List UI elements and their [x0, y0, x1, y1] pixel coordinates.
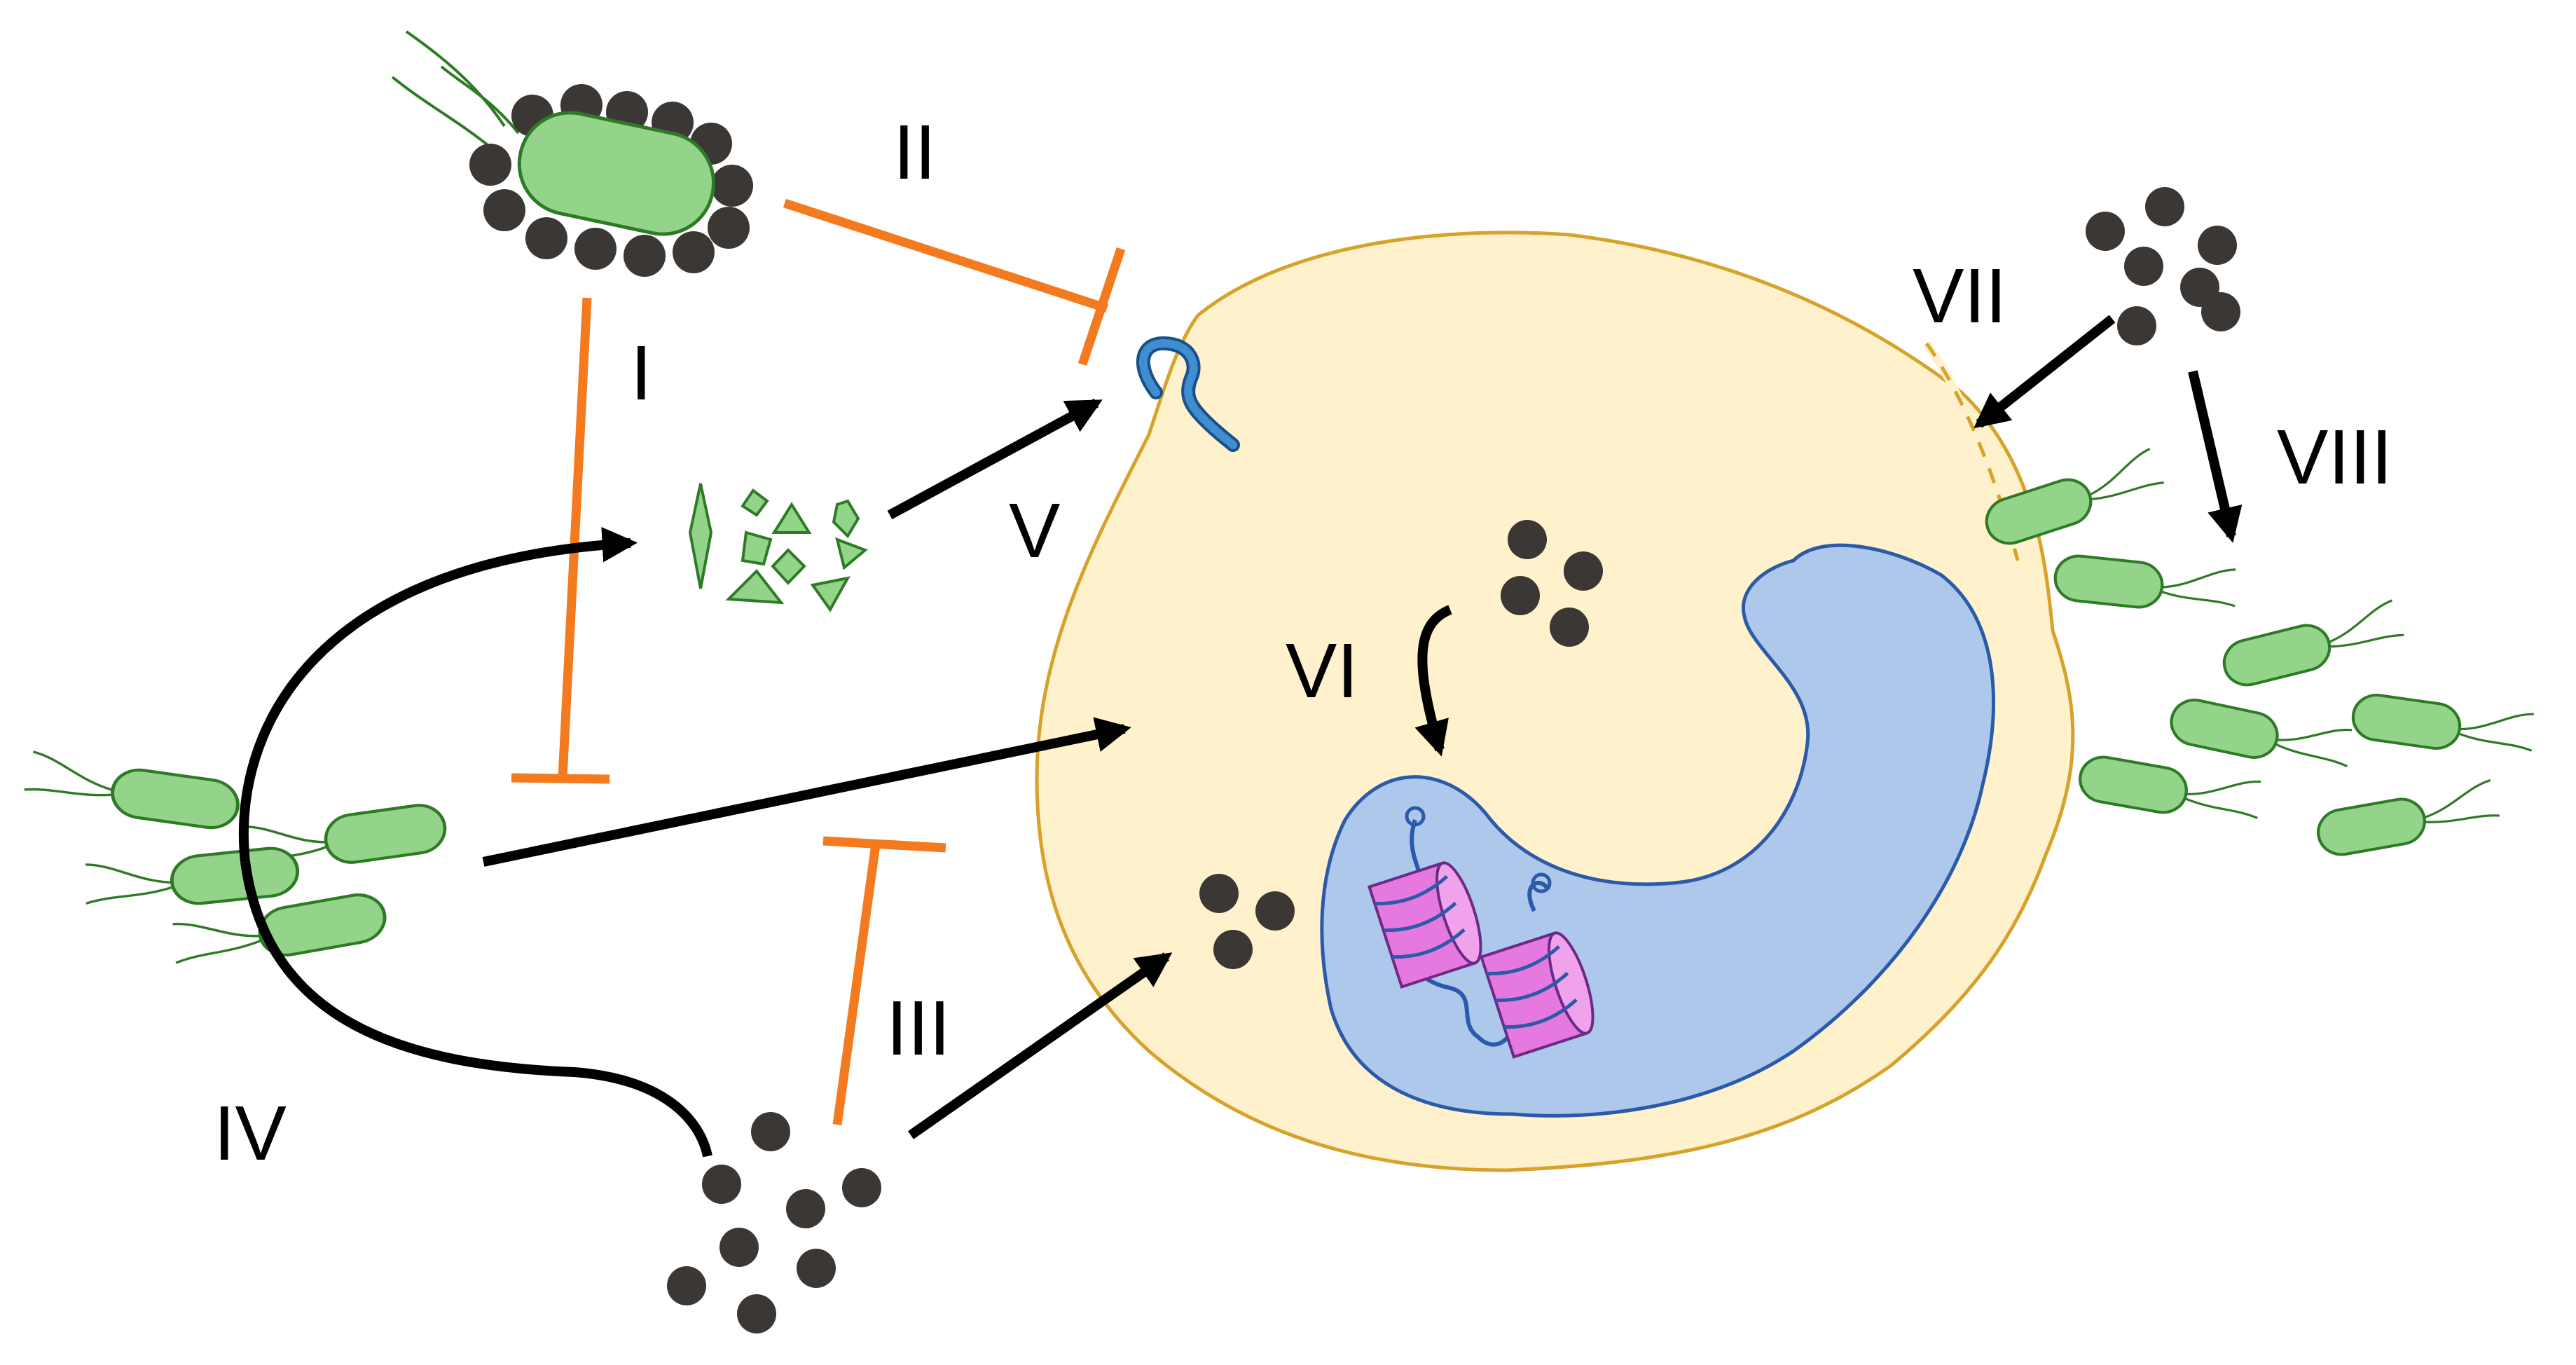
- label-I: I: [631, 330, 652, 416]
- label-VI: VI: [1286, 628, 1358, 714]
- label-V: V: [1009, 488, 1060, 574]
- inhibition-arrows: [511, 198, 1126, 1125]
- arrow-particles-to-cell: [907, 952, 1173, 1139]
- chromatin: [1367, 806, 1594, 1059]
- receptor-icon: [1136, 336, 1240, 452]
- label-II: II: [893, 109, 936, 196]
- histone-icon: [1367, 861, 1482, 989]
- arrow-IV-from-particles: [240, 861, 712, 1158]
- activation-arrows: [238, 315, 2243, 1158]
- particle-cluster-bottom: [667, 1112, 881, 1333]
- inhibition-arrow-III: [822, 836, 946, 1125]
- bacteria-cluster-left: [22, 751, 448, 975]
- arrow-bacteria-to-cell: [482, 717, 1131, 867]
- pathogen-fragments-icon: [688, 483, 868, 612]
- label-VIII: VIII: [2277, 414, 2392, 500]
- arrow-VI: [1414, 605, 1452, 757]
- arrow-V: [887, 398, 1103, 520]
- inhibition-arrow-I: [511, 297, 610, 784]
- label-VII: VII: [1913, 253, 2007, 339]
- arrow-VIII: [2188, 370, 2243, 543]
- particle-cluster-cytoplasm: [1501, 520, 1603, 647]
- histone-icon: [1479, 931, 1594, 1059]
- inhibition-arrow-II: [783, 198, 1126, 366]
- arrow-IV-to-fragments: [238, 527, 638, 863]
- arrow-VII: [1974, 315, 2116, 429]
- particle-coated-bacterium: [391, 30, 753, 277]
- particle-cluster-outside-right: [2086, 187, 2240, 345]
- particle-cluster-entry: [1199, 874, 1295, 969]
- label-IV: IV: [214, 1090, 287, 1177]
- label-III: III: [886, 985, 951, 1071]
